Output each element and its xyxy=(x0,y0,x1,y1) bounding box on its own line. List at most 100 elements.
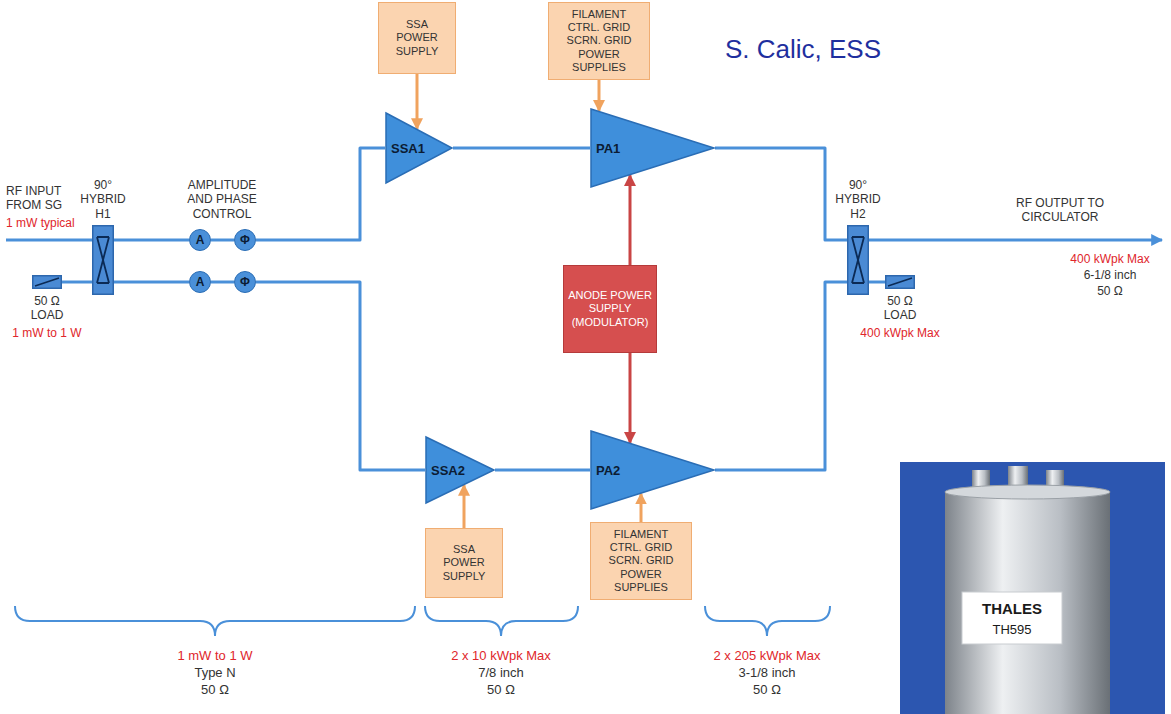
power-level: 2 x 205 kWpk Max xyxy=(714,648,821,664)
amplifier-triangle: PA1 xyxy=(590,108,715,188)
hybrid-box xyxy=(93,226,114,295)
power-arrow xyxy=(416,74,419,129)
hybrid-symbol xyxy=(97,237,109,283)
impedance: 50 Ω xyxy=(201,682,229,698)
amplifier-triangle: SSA1 xyxy=(385,112,453,184)
triangle-shape xyxy=(426,437,494,503)
node-text: 50 Ω LOAD xyxy=(25,294,69,323)
hybrid-coupler: 90° HYBRID H2 xyxy=(847,225,869,295)
tube-body xyxy=(945,492,1110,714)
modulator-box: ANODE POWER SUPPLY (MODULATOR) xyxy=(563,265,657,353)
amplifier-triangle: PA2 xyxy=(590,430,715,510)
node-text: SSA2 xyxy=(431,463,465,478)
load-symbol xyxy=(35,278,59,286)
node-text: SSA1 xyxy=(391,141,425,156)
node-text: SSA POWER SUPPLY xyxy=(386,18,448,58)
load-symbol xyxy=(888,278,912,286)
signal-line xyxy=(114,281,189,284)
signal-line xyxy=(256,148,385,240)
power-supply-box: FILAMENT CTRL. GRID SCRN. GRID POWER SUP… xyxy=(590,522,692,600)
load-resistor: 50 Ω LOAD400 kWpk Max xyxy=(885,275,915,289)
connectors xyxy=(62,74,885,528)
power-level: 2 x 10 kWpk Max xyxy=(451,648,551,664)
power-supply-box: SSA POWER SUPPLY xyxy=(425,528,503,598)
modulator-arrow xyxy=(629,353,632,443)
node-text: 90° HYBRID H2 xyxy=(832,178,884,221)
node-text: PA2 xyxy=(596,463,620,478)
power-supply-box: FILAMENT CTRL. GRID SCRN. GRID POWER SUP… xyxy=(548,2,650,80)
node-text: 400 kWpk Max xyxy=(860,326,939,340)
signal-line xyxy=(495,469,590,472)
hybrid-symbol xyxy=(852,237,864,283)
node-text: Φ xyxy=(240,276,250,288)
node-text: FILAMENT CTRL. GRID SCRN. GRID POWER SUP… xyxy=(565,8,633,74)
signal-line xyxy=(715,148,847,240)
signal-line xyxy=(114,239,189,242)
hybrid-outline xyxy=(847,225,869,295)
node-text: 50 Ω LOAD xyxy=(878,294,922,323)
load-box xyxy=(886,276,915,289)
bracket xyxy=(705,606,830,636)
control-circle: Φ xyxy=(234,271,256,293)
node-text: 1 mW to 1 W xyxy=(12,326,81,340)
signal-line xyxy=(211,281,234,284)
tube-sticker xyxy=(962,592,1062,644)
cable-size: 6-1/8 inch xyxy=(1084,268,1137,282)
hybrid-box xyxy=(848,226,869,295)
cable-size: 3-1/8 inch xyxy=(738,665,795,681)
node-text: FILAMENT CTRL. GRID SCRN. GRID POWER SUP… xyxy=(607,528,675,594)
triangle-shape xyxy=(386,113,452,183)
hybrid-outline xyxy=(92,225,114,295)
load-outline xyxy=(32,275,62,289)
signal-line xyxy=(211,239,234,242)
node-text: A xyxy=(196,276,205,288)
impedance: 50 Ω xyxy=(1097,284,1123,298)
brand-label: THALES xyxy=(982,600,1042,618)
signal-label: RF INPUT FROM SG xyxy=(6,184,78,213)
control-circle: Φ xyxy=(234,229,256,251)
impedance: 50 Ω xyxy=(487,682,515,698)
hybrid-coupler: 90° HYBRID H1 xyxy=(92,225,114,295)
cable-size: 7/8 inch xyxy=(478,665,524,681)
node-text: ANODE POWER SUPPLY (MODULATOR) xyxy=(568,289,652,329)
stage-label: AMPLITUDE AND PHASE CONTROL xyxy=(177,178,267,221)
tube-model: TH595 xyxy=(992,622,1031,638)
triangle-shape xyxy=(591,109,714,187)
control-circle: A xyxy=(189,271,211,293)
author-credit: S. Calic, ESS xyxy=(725,34,881,65)
node-text: Φ xyxy=(240,234,250,246)
node-text: 90° HYBRID H1 xyxy=(77,178,129,221)
connector-type: Type N xyxy=(194,665,235,681)
modulator-arrow xyxy=(629,175,632,265)
power-level: 400 kWpk Max xyxy=(1070,252,1149,266)
load-box xyxy=(33,276,62,289)
power-arrow xyxy=(640,494,643,522)
amplifier-triangle: SSA2 xyxy=(425,436,495,504)
triangle-shape xyxy=(591,431,714,509)
node-text: SSA POWER SUPPLY xyxy=(433,543,495,583)
control-circle: A xyxy=(189,229,211,251)
signal-line xyxy=(256,282,425,470)
signal-line xyxy=(869,281,885,284)
impedance: 50 Ω xyxy=(753,682,781,698)
tube-top xyxy=(945,485,1110,499)
power-arrow xyxy=(598,80,601,111)
signal-line xyxy=(715,282,847,470)
load-resistor: 50 Ω LOAD1 mW to 1 W xyxy=(32,275,62,289)
rf-input-line xyxy=(6,239,92,242)
tube-photo xyxy=(900,462,1165,714)
photo-background xyxy=(900,462,1165,714)
signal-label: RF OUTPUT TO CIRCULATOR xyxy=(1000,196,1120,225)
bracket xyxy=(425,606,578,636)
power-level: 1 mW typical xyxy=(6,216,75,230)
power-level: 1 mW to 1 W xyxy=(177,648,252,664)
node-text: PA1 xyxy=(596,141,620,156)
signal-line xyxy=(453,147,590,150)
rf-output-arrow xyxy=(869,239,1162,242)
node-text: A xyxy=(196,234,205,246)
bracket xyxy=(15,606,415,636)
load-outline xyxy=(885,275,915,289)
power-supply-box: SSA POWER SUPPLY xyxy=(378,2,456,74)
signal-line xyxy=(62,281,92,284)
power-arrow xyxy=(463,485,466,528)
